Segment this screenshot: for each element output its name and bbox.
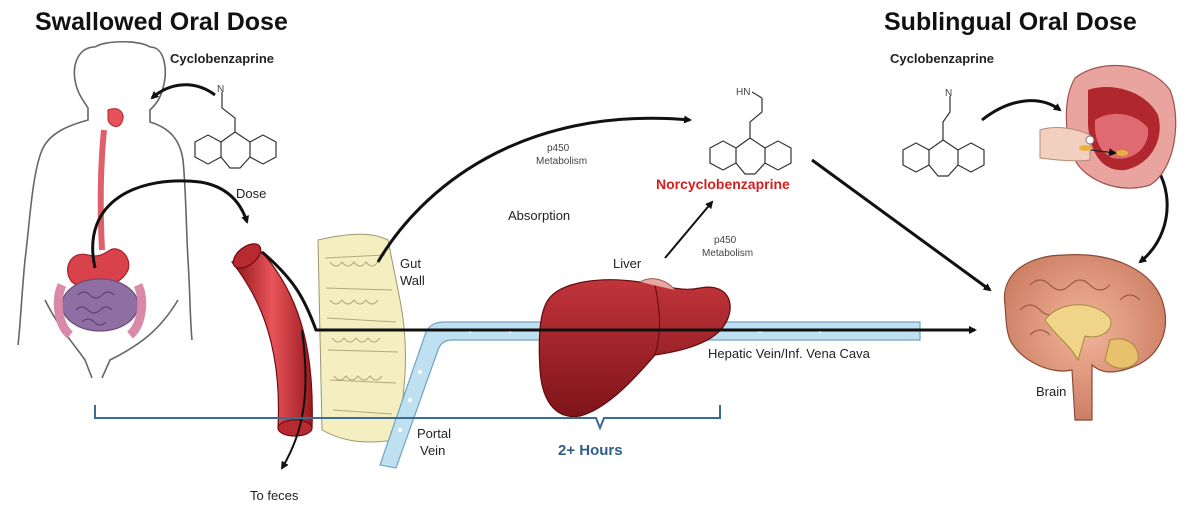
gut-tube <box>229 234 406 442</box>
brain-label: Brain <box>1036 384 1066 400</box>
gut-wall-label-line1: Gut <box>400 256 421 272</box>
absorption-label: Absorption <box>508 208 570 224</box>
arrow-norcyclobenzaprine-to-brain <box>812 160 990 290</box>
arrow-molecule-to-mouth-right <box>982 101 1060 120</box>
p450-mid-line2: Metabolism <box>702 247 753 260</box>
cyclobenzaprine-label-right: Cyclobenzaprine <box>890 51 994 66</box>
duration-label: 2+ Hours <box>558 442 623 459</box>
amine-label-right: N <box>945 87 952 100</box>
cyclobenzaprine-molecule-right <box>903 96 984 176</box>
sublingual-dose-title: Sublingual Oral Dose <box>884 8 1137 37</box>
cyclobenzaprine-label-left: Cyclobenzaprine <box>170 51 274 66</box>
liver-label: Liver <box>613 256 641 272</box>
arrow-gut-to-liver-metabolism <box>378 118 690 262</box>
gut-wall-label-line2: Wall <box>400 273 425 289</box>
liver-illustration <box>539 279 730 417</box>
norcyclobenzaprine-molecule <box>710 92 791 174</box>
to-feces-label: To feces <box>250 488 298 504</box>
p450-top-line1: p450 <box>547 142 569 155</box>
dose-label: Dose <box>236 186 266 202</box>
amine-label-left: N <box>217 83 224 96</box>
amine-label-mid: HN <box>736 86 750 99</box>
arrow-molecule-to-mouth <box>152 85 215 98</box>
swallowed-dose-title: Swallowed Oral Dose <box>35 8 288 37</box>
brain-illustration <box>1004 255 1165 420</box>
portal-vein-label-line1: Portal <box>417 426 451 442</box>
hepatic-vein-label: Hepatic Vein/Inf. Vena Cava <box>708 346 870 362</box>
cyclobenzaprine-molecule-left <box>195 92 276 168</box>
norcyclobenzaprine-label: Norcyclobenzaprine <box>656 176 790 192</box>
mouth-illustration <box>1040 66 1176 189</box>
portal-vein-label-line2: Vein <box>420 443 445 459</box>
p450-top-line2: Metabolism <box>536 155 587 168</box>
p450-mid-line1: p450 <box>714 234 736 247</box>
